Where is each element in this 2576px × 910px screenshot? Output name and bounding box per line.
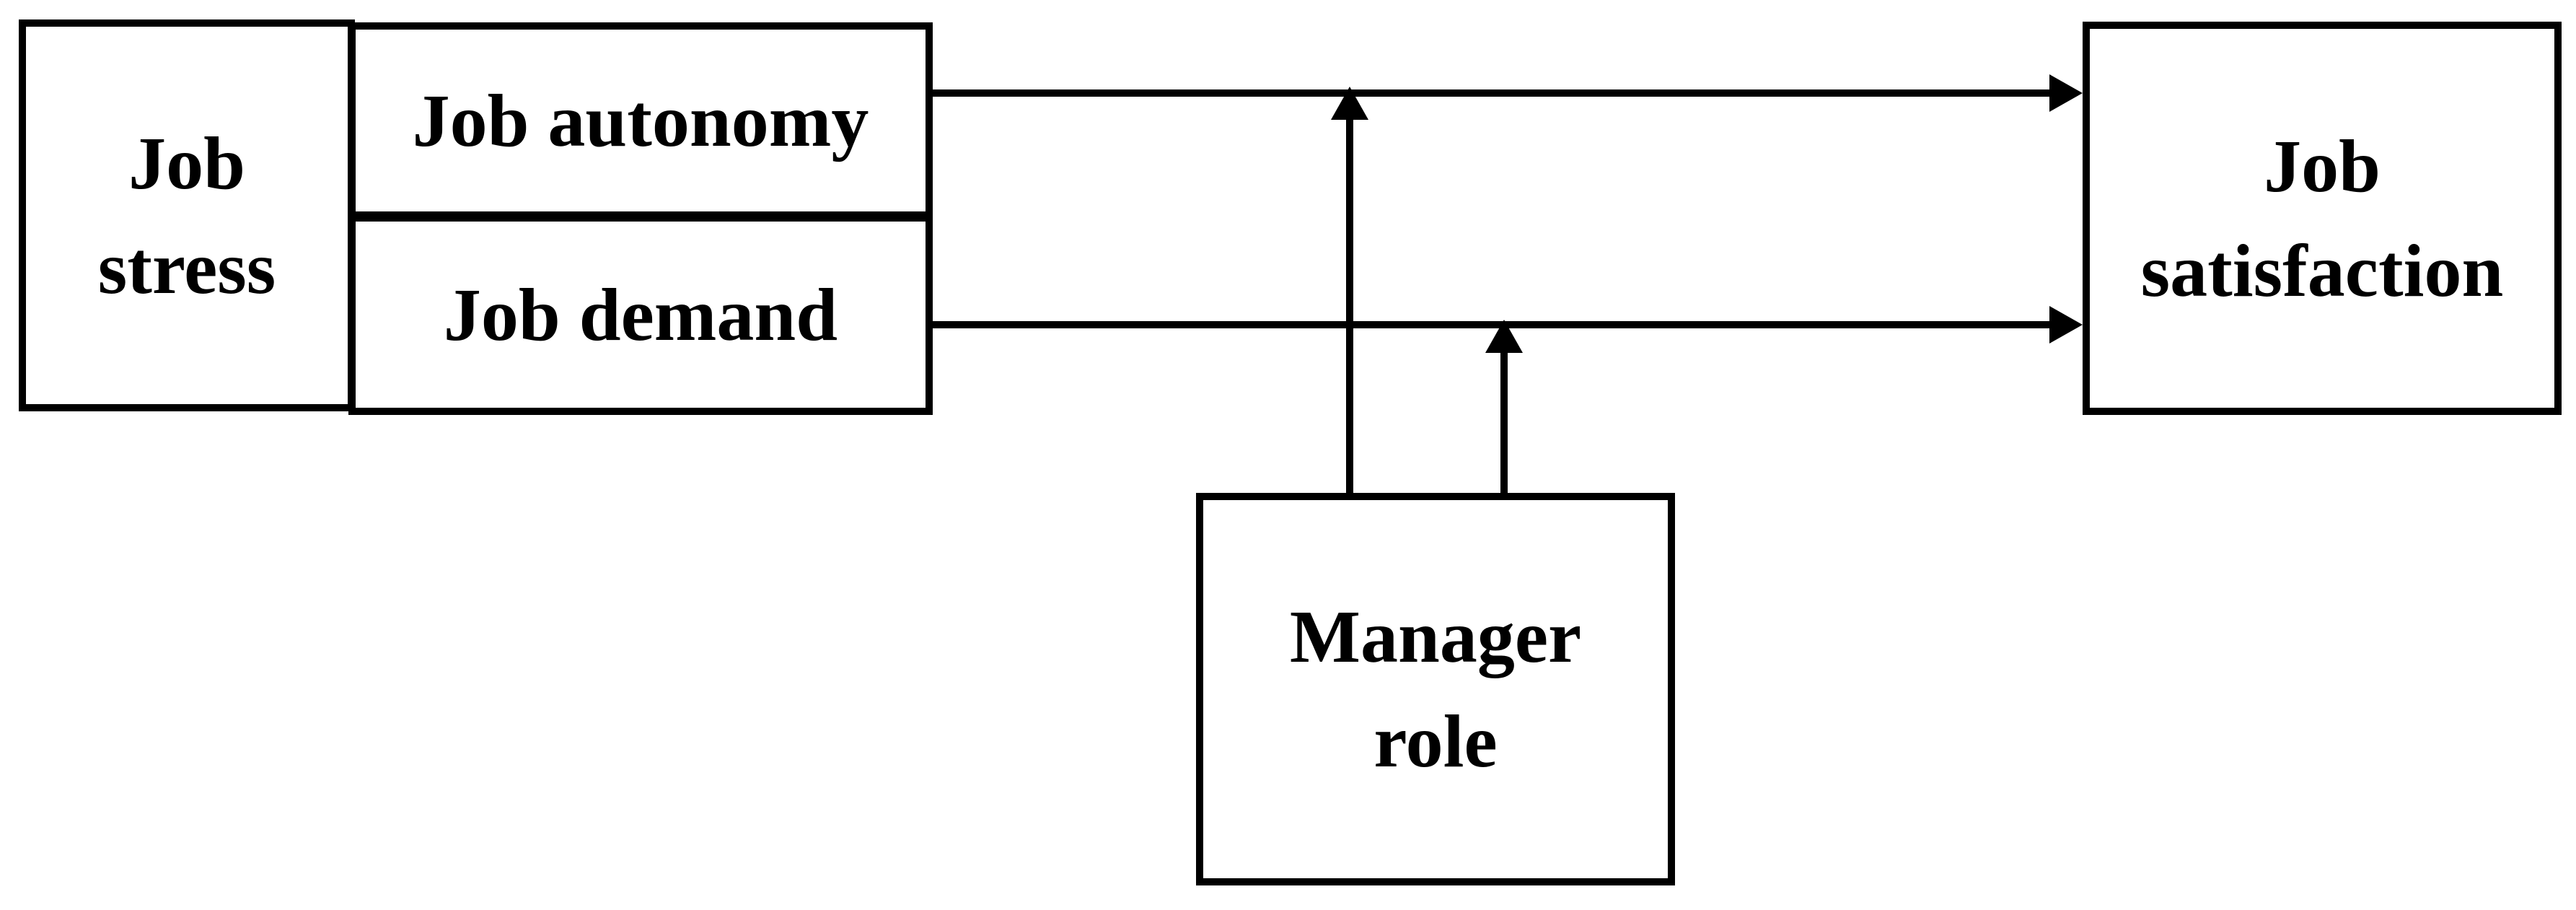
arrow-manager-to-demand-path-line — [1500, 347, 1508, 493]
node-job-autonomy: Job autonomy — [348, 22, 933, 219]
node-job-satisfaction: Job satisfaction — [2083, 22, 2562, 415]
node-job-satisfaction-label-line2: satisfaction — [2140, 229, 2504, 312]
node-job-stress-label-line1: Job — [128, 121, 245, 205]
node-job-autonomy-label: Job autonomy — [412, 79, 869, 162]
node-job-demand: Job demand — [348, 214, 933, 415]
node-job-stress: Job stress — [19, 19, 355, 411]
arrow-manager-to-demand-path-arrowhead-icon — [1485, 320, 1523, 353]
node-job-stress-label-line2: stress — [97, 226, 276, 310]
node-manager-role: Manager role — [1196, 493, 1675, 885]
node-manager-role-label-line1: Manager — [1289, 595, 1582, 678]
arrow-manager-to-autonomy-path-line — [1346, 114, 1353, 493]
arrow-autonomy-to-satisfaction-arrowhead-icon — [2049, 74, 2083, 112]
arrow-demand-to-satisfaction-arrowhead-icon — [2049, 306, 2083, 344]
node-job-demand-label: Job demand — [443, 273, 838, 356]
node-manager-role-label-line2: role — [1373, 700, 1498, 783]
arrow-autonomy-to-satisfaction-line — [933, 89, 2051, 97]
node-job-satisfaction-label-line1: Job — [2264, 124, 2381, 208]
arrow-manager-to-autonomy-path-arrowhead-icon — [1331, 87, 1368, 120]
